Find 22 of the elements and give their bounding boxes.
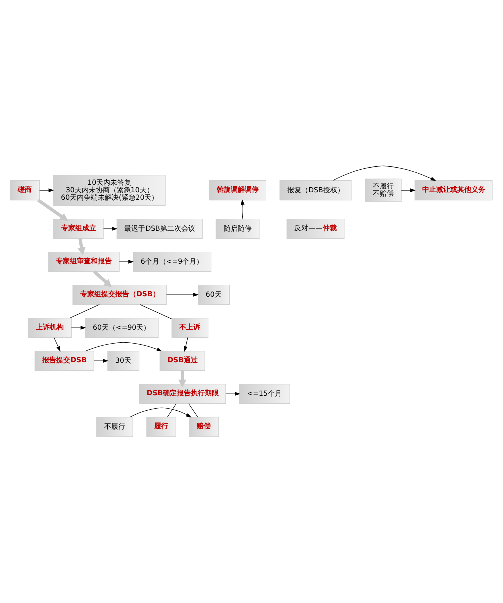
- connector: [188, 404, 198, 418]
- arrow: [86, 342, 162, 352]
- arrow: [241, 200, 245, 220]
- arrow: [119, 260, 134, 264]
- arrow: [93, 270, 112, 288]
- arrow: [71, 326, 86, 330]
- connector: [140, 304, 172, 320]
- arrow: [54, 338, 61, 352]
- connector: [70, 304, 100, 319]
- arrow: [40, 188, 54, 192]
- arrow: [401, 188, 416, 192]
- arrow: [78, 238, 86, 256]
- arrow: [130, 408, 192, 418]
- arrow: [166, 293, 199, 297]
- arrow: [94, 359, 109, 363]
- arrow: [178, 370, 187, 388]
- arrow: [332, 166, 436, 182]
- arrow: [37, 199, 68, 222]
- connector: [167, 404, 177, 418]
- arrow: [184, 338, 188, 352]
- arrow: [226, 392, 240, 396]
- arrow: [103, 227, 118, 231]
